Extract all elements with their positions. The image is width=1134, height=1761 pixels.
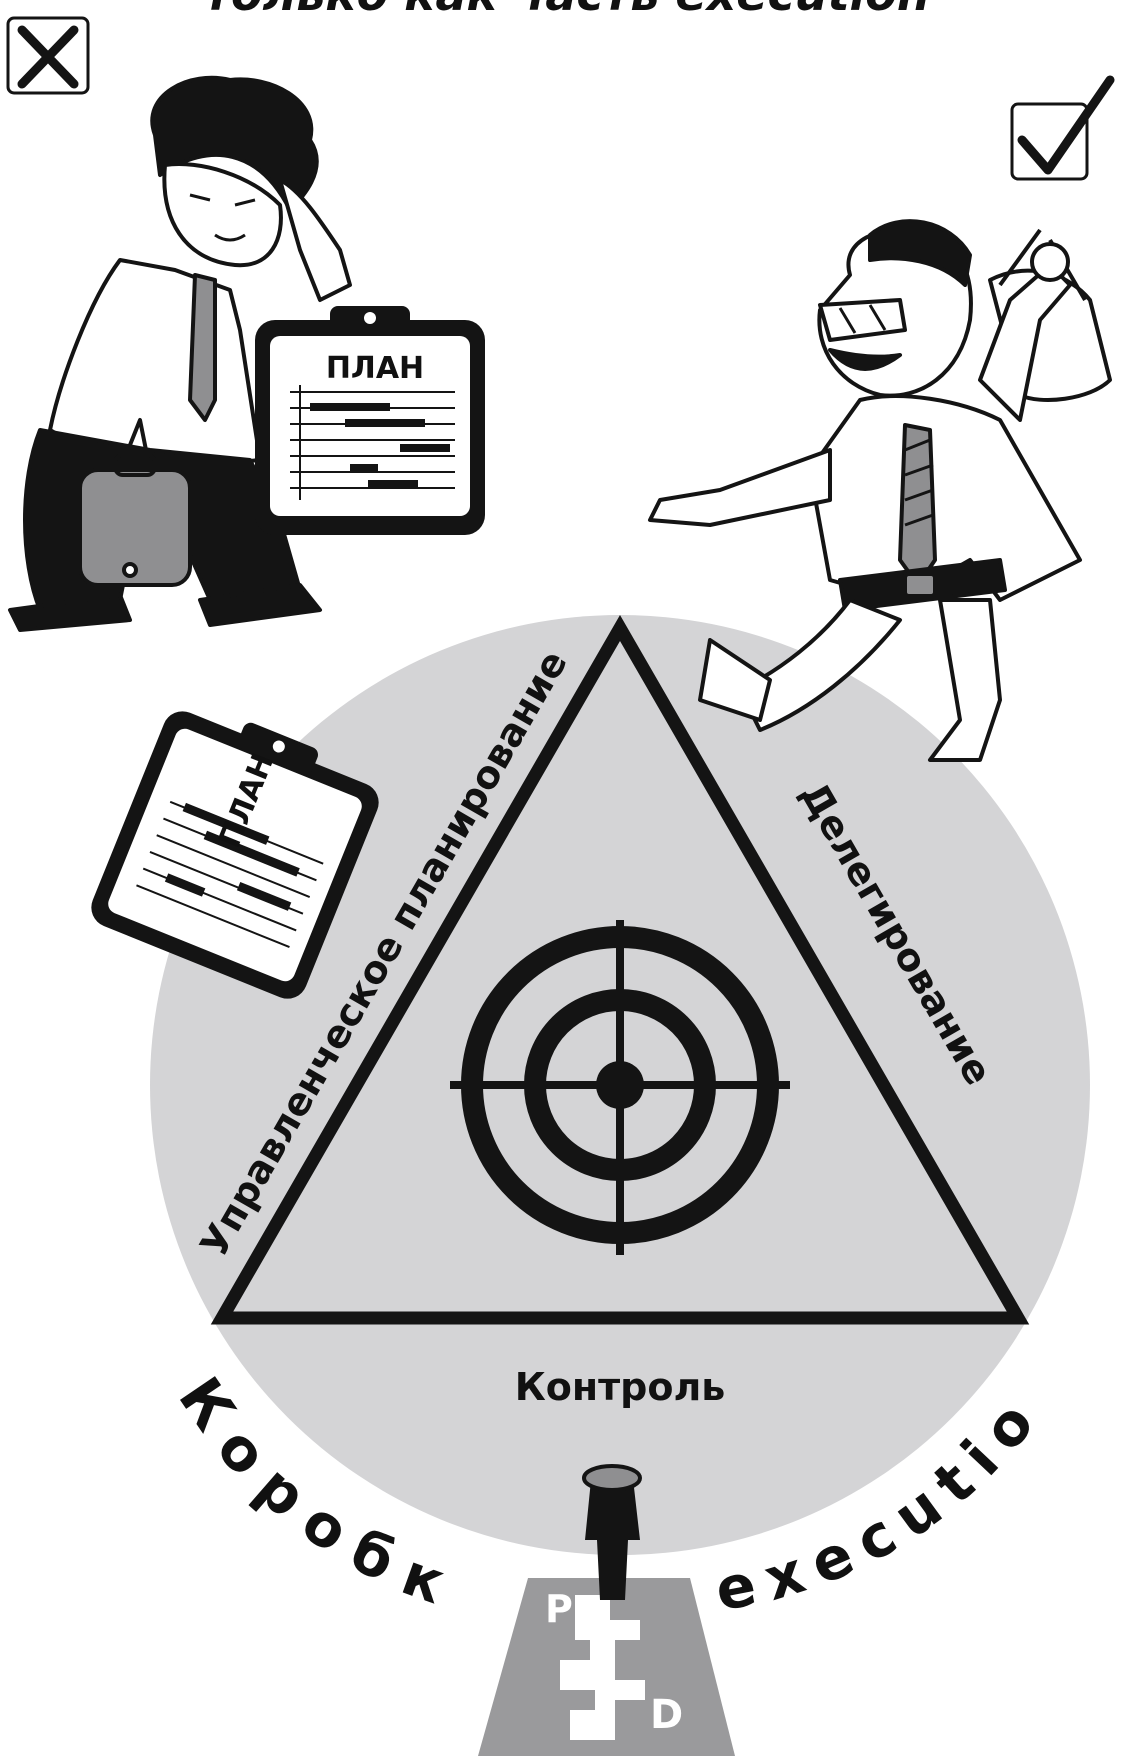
gearshift-icon: P D	[478, 1464, 735, 1756]
execution-triangle	[210, 614, 1030, 1325]
target-crosshair-icon	[450, 920, 790, 1255]
tilted-plan-clipboard: ПЛАН	[91, 711, 379, 999]
upright-plan-label: ПЛАН	[326, 351, 424, 386]
upright-plan-clipboard: ПЛАН	[255, 306, 485, 535]
tired-manager-figure	[8, 75, 352, 632]
header-title: только как часть execution	[204, 0, 929, 21]
gear-p: P	[545, 1587, 573, 1631]
happy-manager-figure	[648, 219, 1112, 762]
right-mark-icon	[1010, 75, 1115, 181]
gear-d: D	[650, 1692, 683, 1738]
wrong-mark-icon	[6, 16, 90, 95]
label-control: Контроль	[515, 1365, 726, 1409]
